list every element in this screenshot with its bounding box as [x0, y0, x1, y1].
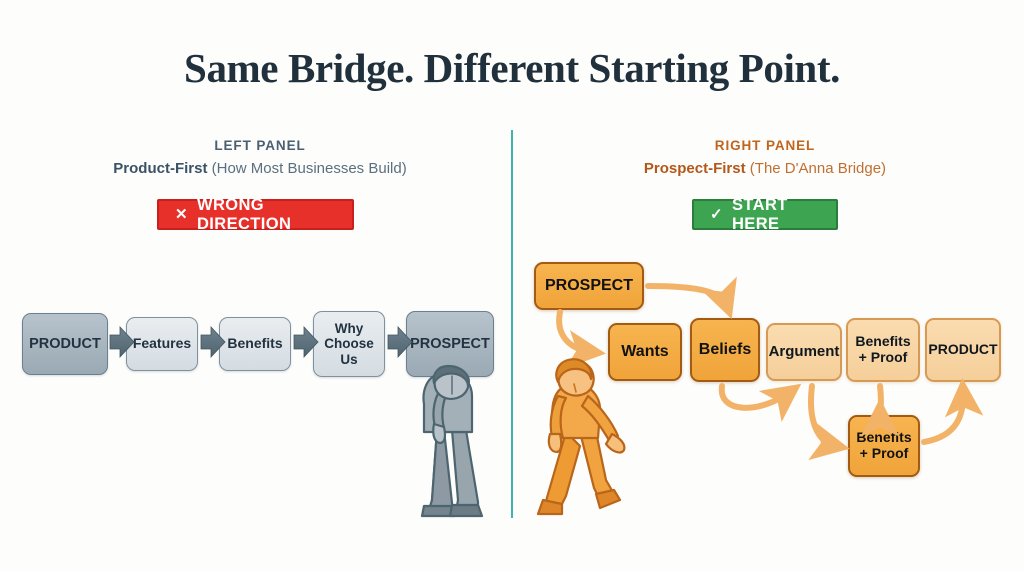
- right-step-benefits-proof-upper: Benefits + Proof: [846, 318, 920, 382]
- left-panel-header: LEFT PANEL Product-First (How Most Busin…: [60, 136, 460, 180]
- right-panel-kicker: RIGHT PANEL: [714, 138, 816, 153]
- left-panel-kicker: LEFT PANEL: [214, 138, 306, 153]
- arrow-upper-to-lower-benefits-proof: [860, 383, 900, 437]
- arrow-benefits-proof-to-product: [921, 378, 984, 445]
- left-step-prospect: PROSPECT: [406, 311, 494, 377]
- slumped-person-figure: [420, 364, 484, 518]
- wrong-direction-badge-label: WRONG DIRECTION: [196, 195, 292, 233]
- walking-person-figure: [536, 358, 626, 516]
- right-panel-header: RIGHT PANEL Prospect-First (The D'Anna B…: [565, 136, 965, 180]
- left-panel-subtitle-paren: (How Most Businesses Build): [211, 160, 407, 177]
- check-icon: ✓: [710, 206, 723, 223]
- left-panel-subtitle: Product-First (How Most Businesses Build…: [60, 158, 460, 180]
- start-here-badge-label: START HERE: [731, 195, 788, 233]
- right-panel-subtitle-bold: Prospect-First: [643, 160, 746, 177]
- right-step-beliefs: Beliefs: [690, 318, 760, 382]
- left-step-features: Features: [126, 317, 198, 371]
- panel-divider: [511, 130, 513, 518]
- arrow-prospect-to-wants: [556, 309, 606, 369]
- arrow-beliefs-to-argument: [718, 383, 802, 423]
- right-step-prospect: PROSPECT: [534, 262, 644, 310]
- left-panel-subtitle-bold: Product-First: [113, 160, 208, 177]
- cross-icon: ✕: [175, 206, 188, 223]
- page-title: Same Bridge. Different Starting Point.: [184, 45, 840, 91]
- right-panel-subtitle-paren: (The D'Anna Bridge): [749, 160, 887, 177]
- left-step-product: PRODUCT: [22, 313, 108, 375]
- wrong-direction-badge: ✕ WRONG DIRECTION: [157, 196, 354, 233]
- right-step-argument: Argument: [766, 323, 842, 381]
- right-step-benefits-proof-lower: Benefits + Proof: [848, 415, 920, 477]
- left-step-benefits: Benefits: [219, 317, 291, 371]
- arrow-argument-to-benefits-proof: [808, 383, 850, 461]
- right-panel-subtitle: Prospect-First (The D'Anna Bridge): [565, 158, 965, 180]
- left-step-why-choose-us: Why Choose Us: [313, 311, 385, 377]
- right-step-product: PRODUCT: [925, 318, 1001, 382]
- start-here-badge: ✓ START HERE: [692, 196, 838, 233]
- right-step-wants: Wants: [608, 323, 682, 381]
- arrow-prospect-to-beliefs: [645, 276, 737, 320]
